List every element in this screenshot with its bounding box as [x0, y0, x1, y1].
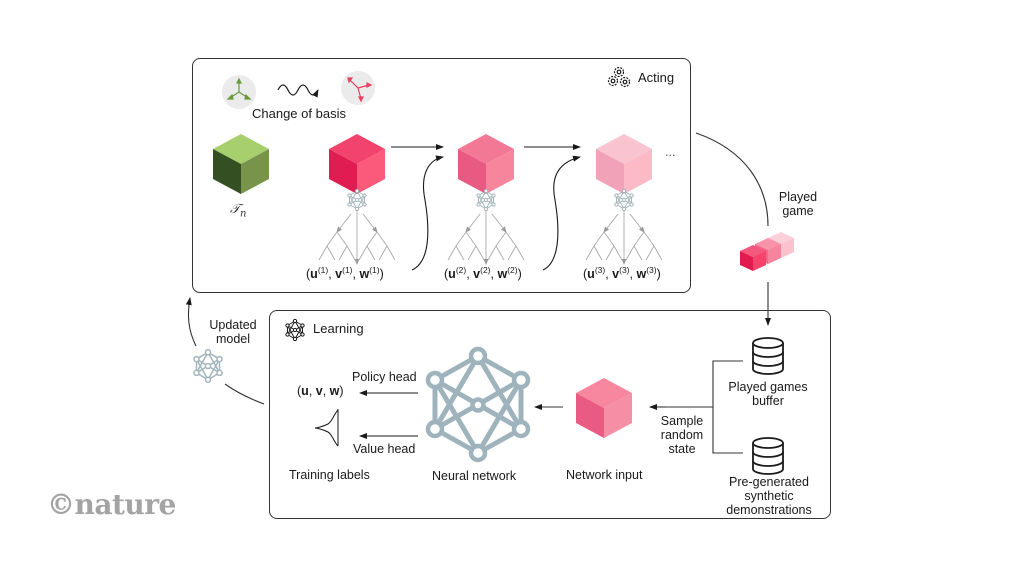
policy-head-label: Policy head — [352, 370, 417, 384]
demos-line-1: Pre-generated — [729, 475, 809, 489]
step-index: (1) — [369, 265, 380, 275]
v-vector: v — [335, 267, 343, 281]
step-index: (2) — [480, 265, 491, 275]
change-of-basis-label: Change of basis — [252, 106, 346, 121]
updated-model-line-1: Updated — [209, 318, 257, 332]
w-vector: w — [329, 384, 340, 398]
tensor-cube — [213, 134, 269, 194]
updated-model-label: Updated model — [204, 318, 262, 346]
u-vector: u — [310, 267, 318, 281]
policy-network-icon-1 — [347, 188, 367, 212]
v-vector: v — [473, 267, 481, 281]
action-output-2: (u(2), v(2), w(2)) — [444, 265, 522, 281]
tensor-subscript: n — [239, 208, 247, 220]
synthetic-demonstrations-icon — [752, 437, 784, 475]
network-input-label: Network input — [566, 468, 643, 482]
policy-output: (u, v, w) — [297, 384, 344, 398]
updated-model-arrow — [185, 297, 197, 347]
search-tree-2 — [448, 210, 524, 265]
w-vector: w — [359, 267, 370, 281]
value-head-label: Value head — [353, 442, 416, 456]
acting-to-played-game-arrow — [695, 132, 769, 227]
tensor-symbol: 𝒯 — [230, 202, 240, 217]
continuation-ellipsis: ... — [665, 145, 676, 159]
curved-arrow-2 — [542, 155, 581, 271]
copyright-symbol: © — [47, 488, 75, 521]
updated-model-network-icon — [193, 348, 223, 384]
step-index: (2) — [507, 265, 518, 275]
curved-arrow-1 — [411, 155, 444, 271]
played-games-buffer-icon — [752, 337, 784, 375]
buffer-line-2: buffer — [752, 394, 784, 408]
policy-network-icon-2 — [476, 188, 496, 212]
action-output-1: (u(1), v(1), w(1)) — [306, 265, 384, 281]
u-vector: u — [301, 384, 309, 398]
state-cube-1 — [329, 134, 385, 194]
state-cube-3 — [596, 134, 652, 194]
step-index: (3) — [594, 265, 606, 275]
training-labels-label: Training labels — [289, 468, 370, 482]
u-vector: u — [587, 267, 595, 281]
u-vector: u — [448, 267, 456, 281]
network-input-cube — [576, 378, 632, 438]
value-distribution-icon — [314, 409, 339, 447]
demos-line-3: demonstrations — [726, 503, 812, 517]
sample-random-state-label: Sample random state — [652, 414, 712, 456]
demos-line-2: synthetic — [744, 489, 794, 503]
acting-panel — [192, 58, 691, 293]
acting-title: Acting — [638, 70, 675, 85]
sample-line-2: random — [660, 428, 704, 442]
step-index: (1) — [342, 265, 353, 275]
step-index: (2) — [455, 265, 467, 275]
sample-line-1: Sample — [660, 414, 704, 428]
step-index: (3) — [619, 265, 630, 275]
w-vector: w — [636, 267, 647, 281]
policy-network-icon-3 — [614, 188, 634, 212]
updated-model-line-2: model — [215, 332, 251, 346]
wavy-arrow — [277, 84, 319, 98]
learning-title: Learning — [313, 321, 364, 336]
tensor-label: 𝒯n — [230, 203, 246, 222]
neural-network-diagram — [425, 346, 531, 463]
state-cube-2 — [458, 134, 514, 194]
buffer-line-1: Played games — [728, 380, 808, 394]
basis-icon-changed — [341, 71, 375, 105]
search-tree-1 — [319, 210, 395, 265]
nature-logo: ©nature — [47, 488, 176, 521]
neural-network-icon — [285, 318, 305, 342]
step-index: (3) — [646, 265, 657, 275]
step-index: (1) — [317, 265, 329, 275]
w-vector: w — [497, 267, 508, 281]
played-game-label: Played game — [768, 190, 828, 218]
learning-panel — [269, 310, 831, 519]
played-game-line-2: game — [782, 204, 814, 218]
action-output-3: (u(3), v(3), w(3)) — [583, 265, 661, 281]
neural-network-label: Neural network — [432, 469, 517, 483]
played-game-line-1: Played — [778, 190, 818, 204]
v-vector: v — [612, 267, 620, 281]
search-tree-3 — [586, 210, 662, 265]
played-game-cubes — [740, 232, 794, 271]
learning-to-model-curve — [224, 383, 265, 405]
logo-text: nature — [74, 488, 177, 521]
played-games-buffer-label: Played games buffer — [723, 380, 813, 408]
synthetic-demonstrations-label: Pre-generated synthetic demonstrations — [720, 475, 818, 517]
sample-line-3: state — [668, 442, 696, 456]
basis-icon-original — [222, 75, 256, 109]
gears-icon — [607, 66, 631, 88]
v-vector: v — [315, 384, 323, 398]
